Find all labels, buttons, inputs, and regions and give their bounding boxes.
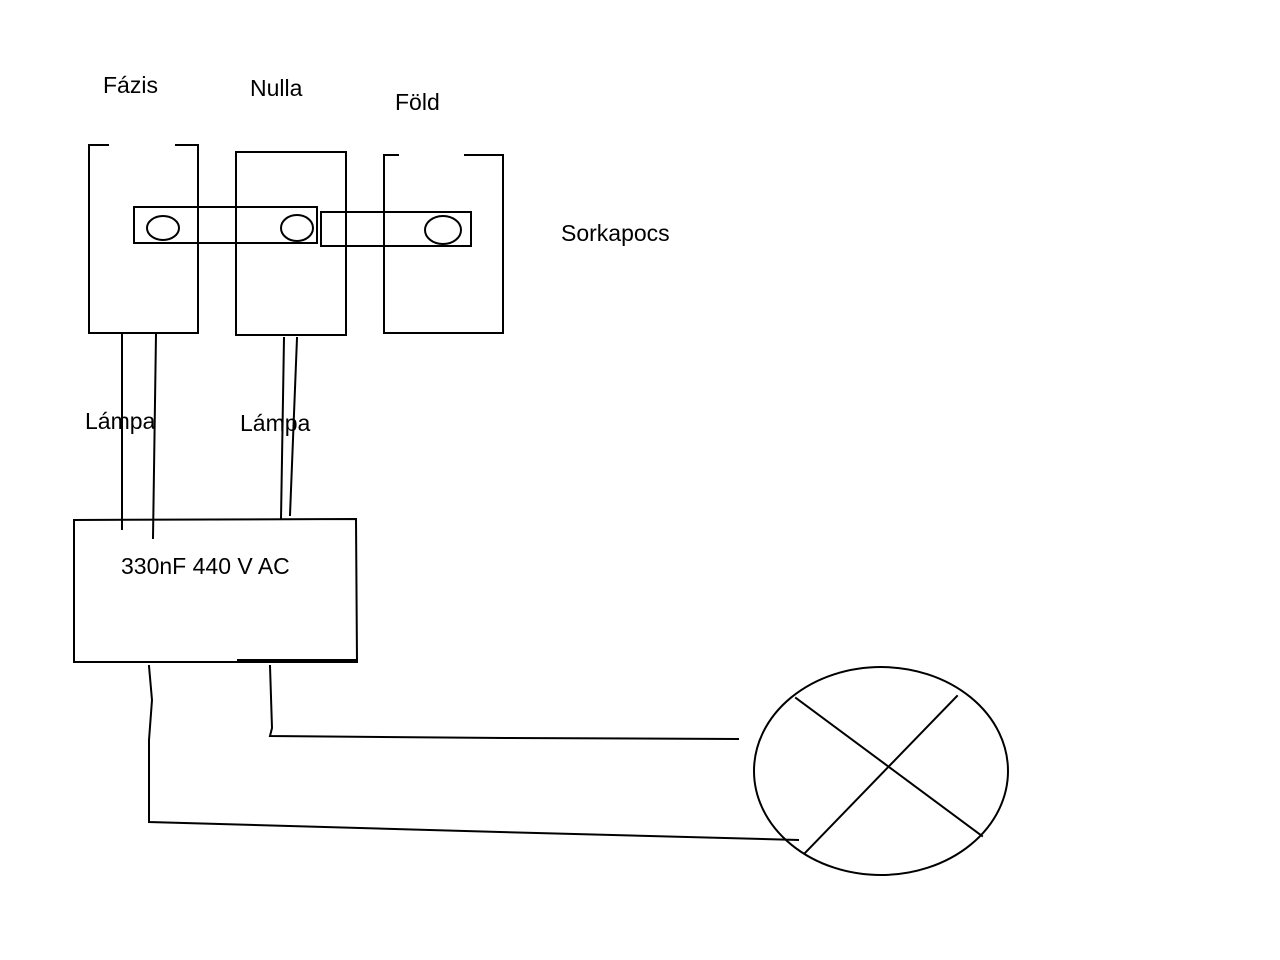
label-sorkapocs: Sorkapocs bbox=[561, 220, 670, 246]
label-fold: Föld bbox=[395, 89, 440, 115]
capacitor-box bbox=[72, 517, 359, 663]
label-lampa-1: Lámpa bbox=[85, 408, 156, 434]
wire-lamp-upper bbox=[268, 664, 740, 741]
connector-bar-2 bbox=[320, 211, 472, 247]
label-nulla: Nulla bbox=[250, 75, 303, 101]
screw-fold bbox=[424, 215, 462, 245]
lamp-cross-icon bbox=[753, 666, 1009, 876]
wire-lamp-lower bbox=[147, 664, 800, 842]
wire-nulla bbox=[279, 336, 299, 521]
connector-bar-1 bbox=[133, 206, 318, 244]
terminal-fazis bbox=[88, 144, 199, 334]
label-lampa-2: Lámpa bbox=[240, 410, 311, 436]
capacitor-label: 330nF 440 V AC bbox=[121, 553, 290, 579]
wire-fazis bbox=[121, 332, 158, 540]
screw-fazis bbox=[146, 215, 180, 241]
screw-nulla bbox=[280, 214, 314, 242]
terminal-fold bbox=[383, 154, 504, 334]
label-fazis: Fázis bbox=[103, 72, 158, 98]
